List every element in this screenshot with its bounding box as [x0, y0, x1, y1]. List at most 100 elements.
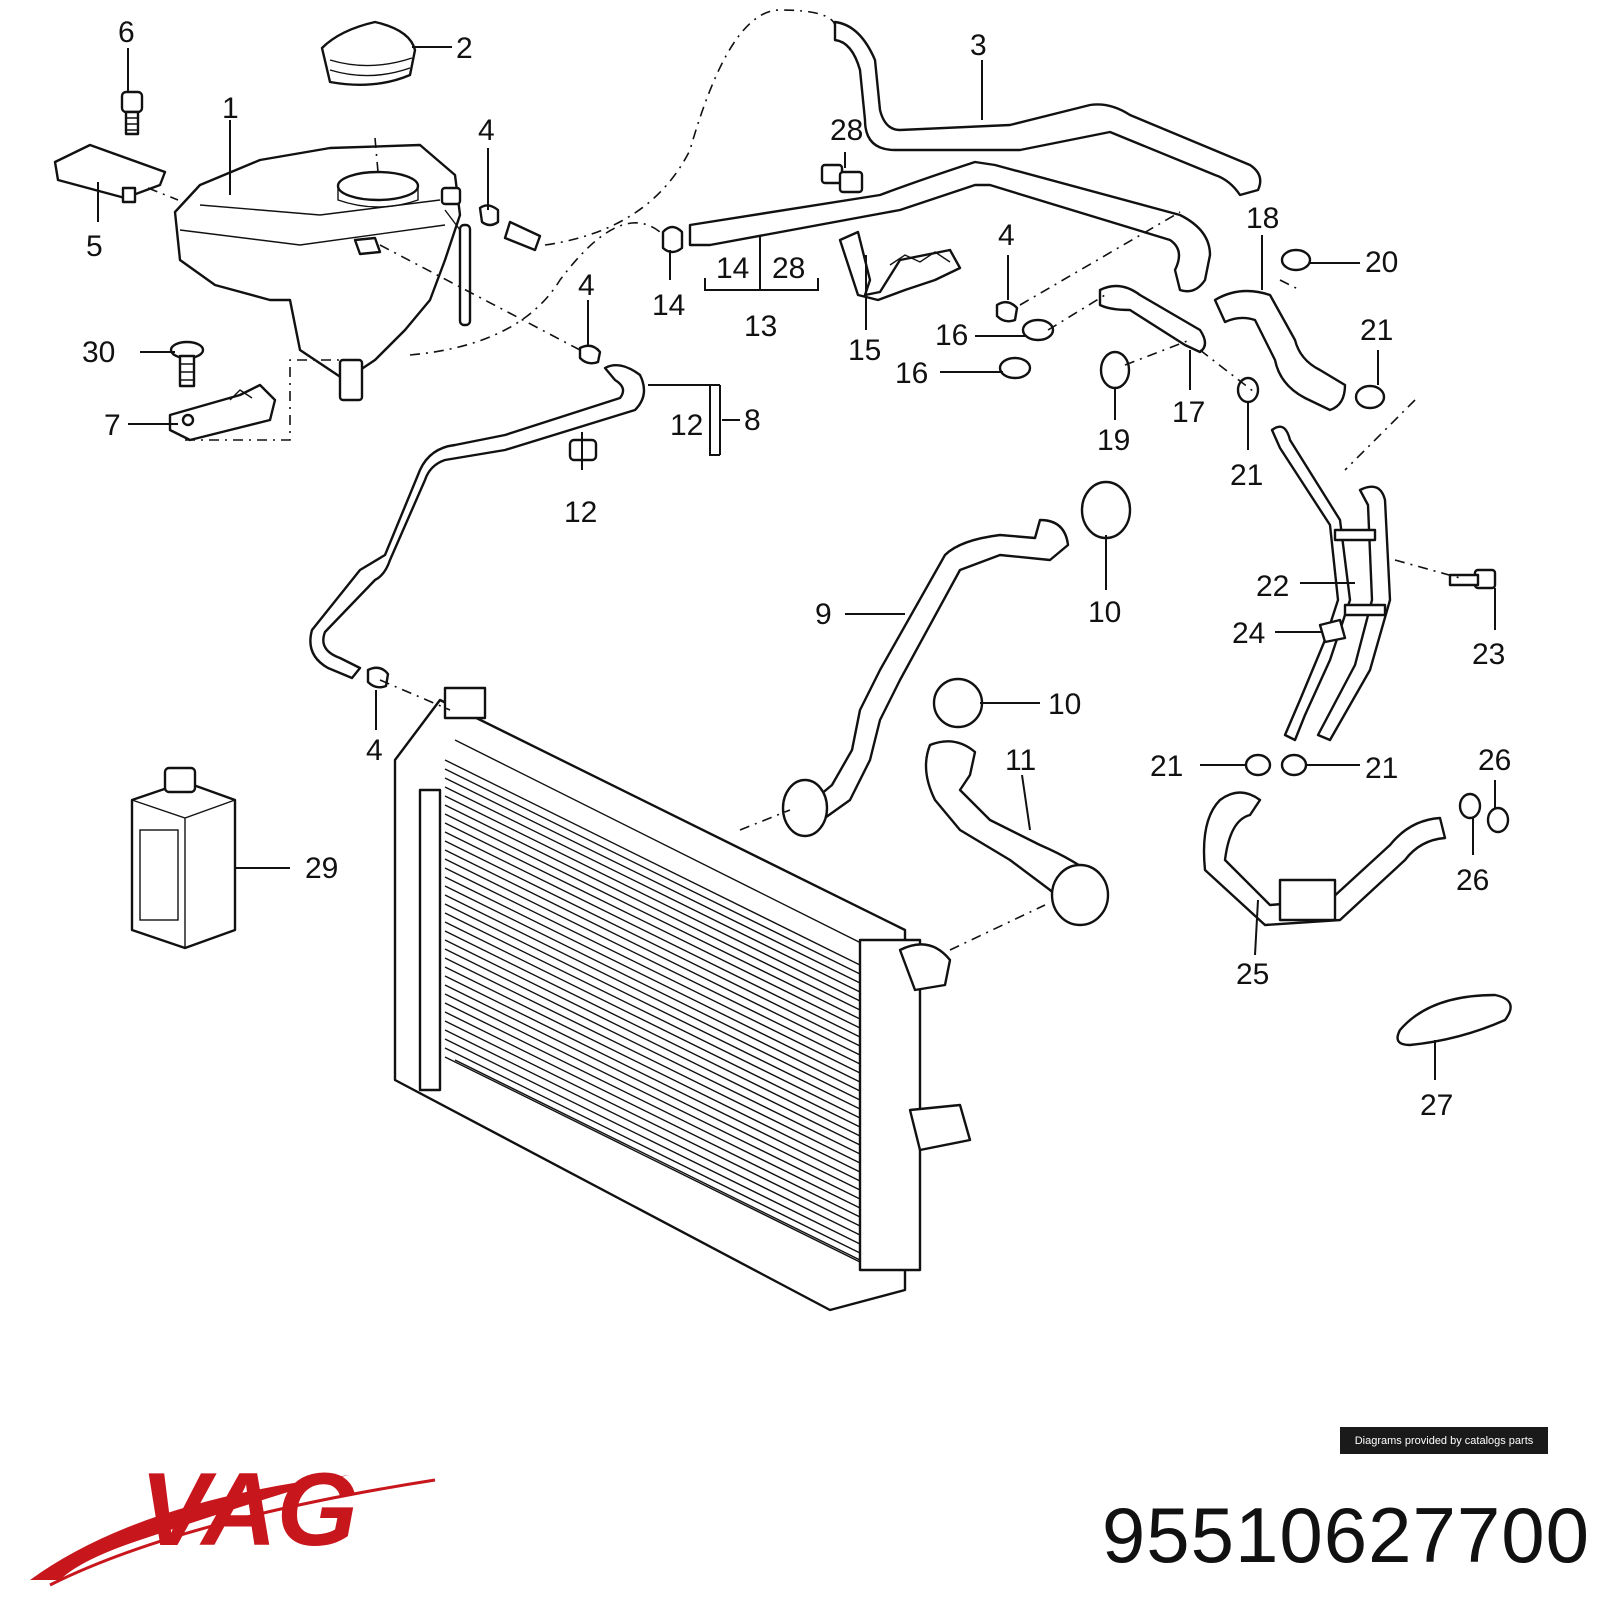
callout-24: 24: [1232, 617, 1265, 650]
callout-4-upper: 4: [478, 114, 495, 147]
radiator-fin: [444, 1002, 861, 1209]
radiator-fin: [444, 804, 861, 1011]
clip-24: [1318, 618, 1347, 644]
cap-20: [1280, 248, 1312, 272]
radiator-fin: [444, 1038, 861, 1245]
callout-21-mid: 21: [1230, 459, 1263, 492]
callout-10-top: 10: [1088, 596, 1121, 629]
clamp-21-top: [1354, 384, 1386, 410]
radiator-fin: [444, 957, 861, 1164]
callout-4-right: 4: [998, 219, 1015, 252]
logo-swoosh-line: [49, 1478, 436, 1587]
callout-28-top: 28: [830, 114, 863, 147]
clip-14: [661, 225, 684, 254]
coolant-bottle: [130, 766, 237, 950]
callout-14-b: 14: [652, 289, 685, 322]
clamp-10-top: [1080, 480, 1132, 540]
radiator-fin: [444, 876, 861, 1083]
radiator-fin: [444, 966, 861, 1173]
callout-2: 2: [456, 32, 473, 65]
clamp-26a: [1458, 792, 1482, 820]
callout-30: 30: [82, 336, 115, 369]
radiator-fin: [444, 849, 861, 1056]
callout-21-top: 21: [1360, 314, 1393, 347]
clamp-21-l: [1244, 753, 1272, 777]
clamp-4-mid: [578, 344, 602, 365]
callout-25: 25: [1236, 958, 1269, 991]
radiator-fin: [444, 867, 861, 1074]
seal-27: [1396, 993, 1512, 1047]
callout-23: 23: [1472, 638, 1505, 671]
radiator-fin: [444, 777, 861, 984]
clamp-16a: [1021, 318, 1055, 342]
clamp-26b: [1486, 806, 1510, 834]
bracket-15: [838, 230, 962, 302]
callout-6: 6: [118, 16, 135, 49]
callout-8: 8: [744, 404, 761, 437]
radiator-fin: [444, 975, 861, 1182]
diagram-credit: Diagrams provided by catalogs parts: [1340, 1427, 1548, 1454]
fitting-4-upper: [440, 186, 542, 252]
callout-22: 22: [1256, 570, 1289, 603]
callout-27: 27: [1420, 1089, 1453, 1122]
callout-21-right: 21: [1365, 752, 1398, 785]
part-number: 95510627700: [1101, 1491, 1590, 1579]
expansion-tank: [173, 143, 472, 402]
callout-10-mid: 10: [1048, 688, 1081, 721]
hose-18: [1213, 289, 1347, 412]
callout-16-a: 16: [935, 319, 968, 352]
callout-13: 13: [744, 310, 777, 343]
radiator-fin: [444, 786, 861, 993]
callout-28-set: 28: [772, 252, 805, 285]
callout-14-a: 14: [716, 252, 749, 285]
callout-16-b: 16: [895, 357, 928, 390]
bracket-5: [53, 143, 167, 204]
callout-12-a: 12: [670, 409, 703, 442]
callout-19: 19: [1097, 424, 1130, 457]
callout-3: 3: [970, 29, 987, 62]
radiator-fin: [444, 1011, 861, 1218]
bracket-7: [168, 383, 277, 442]
bolt-30: [169, 340, 205, 388]
clamp-21-r: [1280, 753, 1308, 777]
callout-12-b: 12: [564, 496, 597, 529]
radiator-fin: [444, 948, 861, 1155]
radiator-fin: [444, 813, 861, 1020]
radiator-fin: [444, 912, 861, 1119]
radiator-fin: [444, 1056, 861, 1263]
hose-11: [924, 740, 1110, 927]
radiator-fin: [444, 858, 861, 1065]
clamp-10-mid: [932, 677, 984, 729]
callout-9: 9: [815, 598, 832, 631]
logo-swoosh: [30, 1475, 350, 1580]
callout-4-low: 4: [366, 734, 383, 767]
radiator-fin: [444, 993, 861, 1200]
clamp-4-right: [995, 300, 1019, 323]
radiator-fin: [444, 939, 861, 1146]
radiator-fin: [444, 840, 861, 1047]
callout-labels: 1 2 3 4 4 4 4 5 6 7 8 9 10 10 11 12 12 1…: [82, 16, 1511, 1122]
radiator-fin: [444, 822, 861, 1029]
callout-18: 18: [1246, 202, 1279, 235]
callout-5: 5: [86, 230, 103, 263]
hose-17: [1098, 284, 1207, 354]
radiator-fin: [444, 984, 861, 1191]
clamp-19: [1099, 350, 1131, 390]
clamp-4-low: [366, 666, 390, 689]
callout-7: 7: [104, 409, 121, 442]
callout-15: 15: [848, 334, 881, 367]
radiator-fin: [444, 903, 861, 1110]
radiator-fin: [444, 921, 861, 1128]
hose-9: [781, 518, 1070, 838]
radiator-fin: [444, 1047, 861, 1254]
radiator-fin: [444, 894, 861, 1101]
dashed-guides: [147, 9, 1461, 951]
logo-text: VAG: [140, 1452, 358, 1568]
clip-28: [820, 163, 864, 194]
radiator-fin: [444, 768, 861, 975]
callout-17: 17: [1172, 396, 1205, 429]
radiator-fin: [444, 1029, 861, 1236]
radiator-fin: [444, 795, 861, 1002]
callout-1: 1: [222, 92, 239, 125]
hose-25: [1202, 791, 1447, 927]
